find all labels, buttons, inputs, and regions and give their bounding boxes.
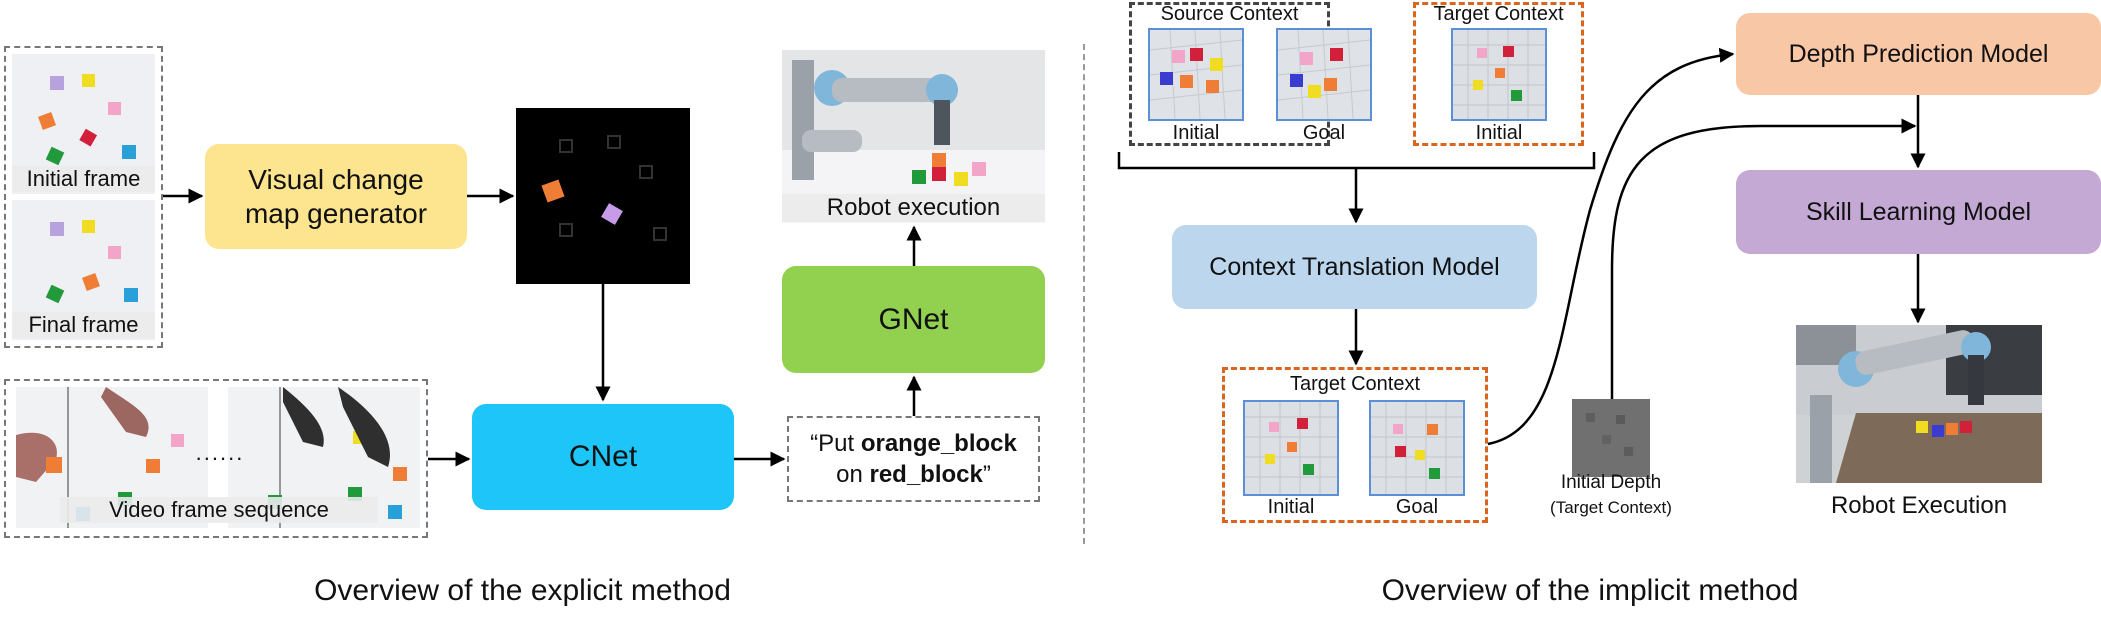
target-context-mid-box [1222,367,1488,523]
source-initial-image [1148,28,1244,121]
target-context-mid-label: Target Context [1289,373,1421,395]
initial-depth-sub-label: (Target Context) [1550,498,1672,517]
implicit-method-caption: Overview of the implicit method [1381,574,1799,607]
skill-learning-label: Skill Learning Model [1805,197,2032,226]
target-initial-label-top: Initial [1475,122,1523,144]
method-divider [1083,44,1085,544]
initial-depth-label: Initial Depth [1560,472,1662,493]
target-initial-image-mid [1243,400,1339,496]
source-initial-label: Initial [1172,122,1220,144]
context-brace [1117,152,1596,170]
source-goal-label: Goal [1302,122,1346,144]
target-context-top-label: Target Context [1433,3,1564,25]
initial-depth-image [1572,399,1650,477]
target-goal-image-mid [1369,400,1465,496]
instruction-on: on [836,461,870,488]
input-frames-container [4,46,163,348]
target-context-top-box [1413,2,1584,146]
instruction-box: “Put orange_block on red_block” [787,416,1040,502]
context-translation-model-box: Context Translation Model [1172,225,1537,309]
visual-change-line2: map generator [244,197,428,229]
robot-execution-photo-explicit [782,50,1045,223]
final-frame-label: Final frame [12,312,155,338]
arrow-depth-to-skill-model [1610,118,1917,399]
explicit-method-caption: Overview of the explicit method [314,574,731,607]
instruction-close-quote: ” [982,461,991,488]
target-goal-label-mid: Goal [1395,496,1439,518]
visual-change-map-generator-box: Visual change map generator [205,144,467,249]
instruction-open-quote: “Put [810,430,861,457]
robot-execution-label-implicit: Robot Execution [1830,492,2008,519]
skill-learning-model-box: Skill Learning Model [1736,170,2101,254]
target-initial-image-top [1451,28,1547,121]
instruction-target: red_block [869,461,983,488]
gnet-label: GNet [878,302,949,336]
visual-change-line1: Visual change [248,163,424,195]
robot-execution-label-explicit: Robot execution [782,194,1045,222]
video-ellipsis: ...... [195,440,245,465]
cnet-label: CNet [568,440,638,473]
robot-execution-photo-implicit [1796,325,2042,483]
instruction-object: orange_block [860,430,1017,457]
target-initial-label-mid: Initial [1267,496,1315,518]
initial-frame-label: Initial frame [12,166,155,192]
depth-prediction-model-box: Depth Prediction Model [1736,13,2101,95]
video-sequence-container [4,379,428,538]
source-context-label: Source Context [1160,3,1299,25]
source-goal-image [1276,28,1372,121]
arrow-target-to-depth-model [1487,47,1735,446]
depth-prediction-label: Depth Prediction Model [1788,39,2049,68]
context-translation-label: Context Translation Model [1209,252,1500,281]
cnet-box: CNet [472,404,734,510]
gnet-box: GNet [782,266,1045,373]
video-frame-sequence-label: Video frame sequence [60,497,378,523]
change-map-image [516,108,690,284]
